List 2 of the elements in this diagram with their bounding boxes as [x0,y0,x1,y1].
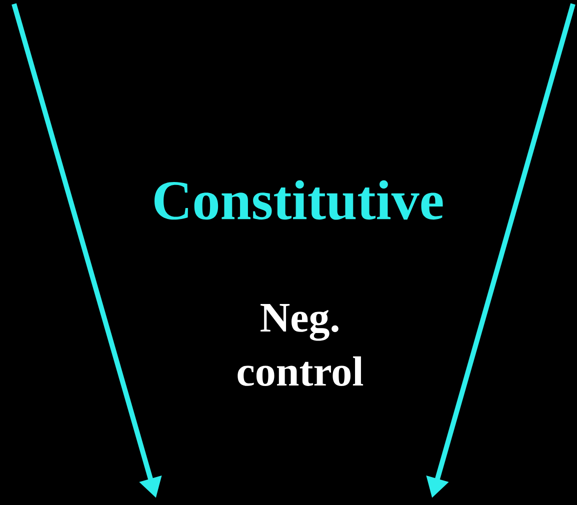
label-text: Constitutive [154,180,443,220]
label-text: Neg. control [238,304,364,386]
